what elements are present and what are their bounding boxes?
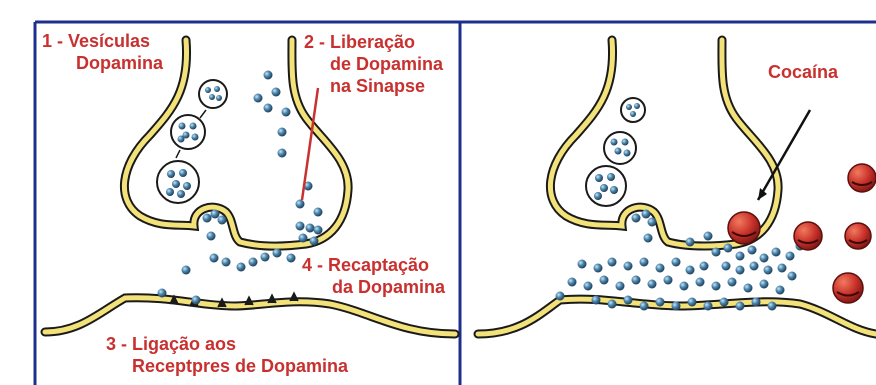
label-cocaine: Cocaína [768,61,838,83]
cocaine-molecule-icon [727,211,761,245]
dopamine-molecule-icon [157,70,323,305]
label-binding-line2: Receptpres de Dopamina [132,356,349,376]
label-binding: 3 - Ligação aos Receptpres de Dopamina [106,333,348,377]
label-cocaine-text: Cocaína [768,62,839,82]
vesicle-arrows [175,109,207,159]
dopamine-molecule-icon [555,209,805,311]
label-binding-line1: 3 - Ligação aos [106,334,237,354]
cocaine-molecule-icon [832,272,864,304]
label-release-line1: 2 - Liberação [304,32,416,52]
label-reuptake: 4 - Recaptação da Dopamina [302,254,445,298]
cocaine-molecule-icon [844,222,872,250]
left-postsynaptic-membrane [40,293,460,339]
label-vesicles-line1: 1 - Vesículas [42,31,151,51]
release-pointer-line [300,87,320,201]
panel-frame [33,20,876,385]
vesicle-icon [620,97,646,123]
label-vesicles: 1 - Vesículas Dopamina [42,30,163,74]
cocaine-pointer-arrow [756,109,812,201]
left-presynaptic-terminal [119,35,353,251]
label-release-line3: na Sinapse [330,76,426,96]
right-presynaptic-terminal [545,35,783,251]
cocaine-molecule-icon [847,163,876,193]
label-reuptake-line2: da Dopamina [332,277,446,297]
vesicle-icon [198,79,228,109]
vesicle-icon [170,114,206,150]
label-release: 2 - Liberação de Dopamina na Sinapse [304,31,443,97]
vesicle-icon [603,131,637,165]
cocaine-molecule-icon [793,221,823,251]
label-release-line2: de Dopamina [330,54,444,74]
vesicle-icon [156,160,200,204]
vesicle-icon [585,165,627,207]
label-reuptake-line1: 4 - Recaptação [302,255,430,275]
label-vesicles-line2: Dopamina [76,53,164,73]
